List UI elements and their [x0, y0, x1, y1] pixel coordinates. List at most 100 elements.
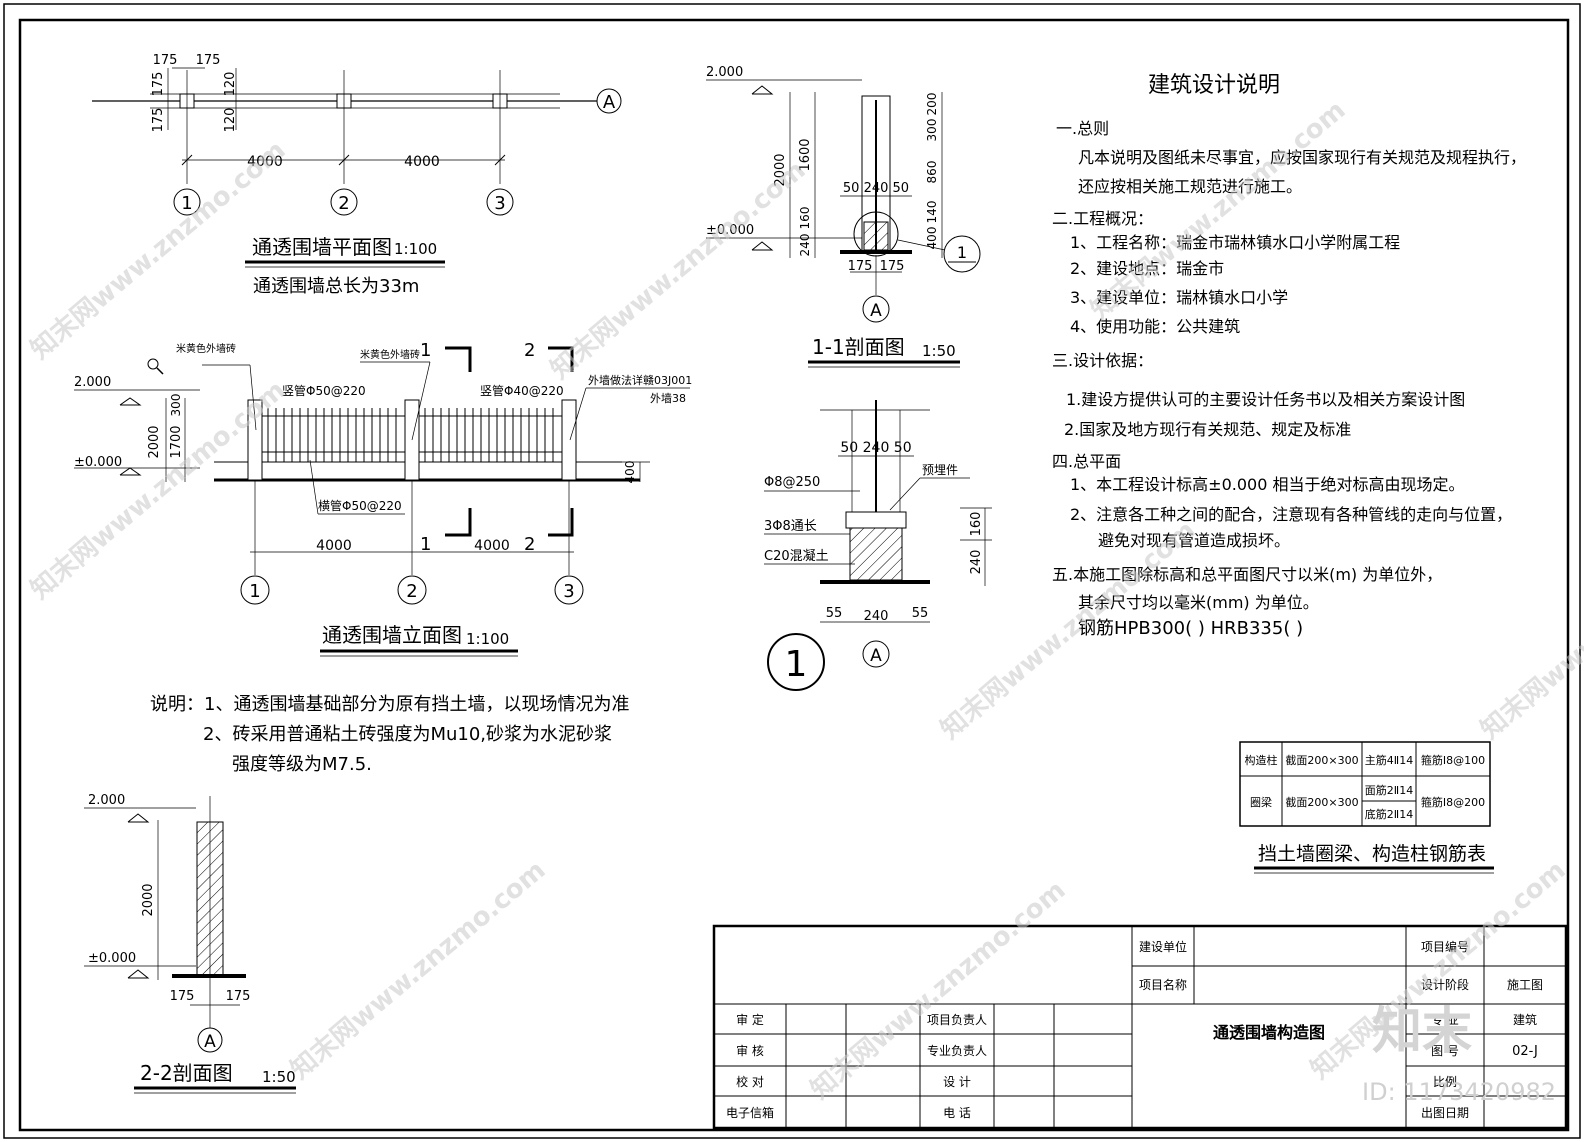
s11-elev-top: 2.000 [706, 65, 743, 80]
tb-drawing-title: 通透围墙构造图 [1213, 1023, 1325, 1042]
s22-elev-top: 2.000 [88, 793, 125, 808]
elev-axis-1: 1 [249, 581, 260, 602]
s11-top-w: 50 240 50 [843, 181, 909, 196]
s11-dim-300: 300 [925, 119, 939, 142]
s11-bot-l: 175 [848, 259, 873, 274]
s22-elev-zero: ±0.000 [88, 951, 136, 966]
s11-dim-1600: 1600 [798, 138, 813, 171]
s11-title: 1-1剖面图 [812, 335, 905, 359]
watermark-logo: 知末 [1372, 1002, 1472, 1060]
s11-dim-860: 860 [925, 161, 939, 184]
watermark-3: 知末网www.znzmo.com [545, 155, 811, 385]
dn-s2-l4: 4、使用功能：公共建筑 [1070, 317, 1240, 336]
elev-cut-2-top: 2 [524, 340, 535, 361]
s11-dim-400: 400 [925, 227, 939, 250]
plan-subtitle: 通透围墙总长为33m [253, 276, 419, 297]
watermark-2: 知末网www.znzmo.com [25, 375, 291, 605]
d1-embed: 预埋件 [922, 463, 958, 477]
note-line-1: 说明：1、通透围墙基础部分为原有挡土墙，以现场情况为准 [150, 694, 629, 715]
plan-axis-a-bubble [596, 88, 622, 114]
plan-scale: 1:100 [394, 240, 437, 258]
plan-dim-top-b: 175 [196, 53, 221, 68]
s22-title: 2-2剖面图 [140, 1061, 233, 1085]
label-brick-mid: 米黄色外墙砖 [360, 348, 420, 361]
plan-axis-2: 2 [338, 193, 349, 214]
plan-axis-3: 3 [494, 193, 505, 214]
section-2-2: 2.000 ±0.000 2000 175 175 A 2-2剖面图 1:50 [84, 793, 296, 1094]
elev-dim-a: 1700 [169, 425, 184, 458]
note-line-2: 2、砖采用普通粘土砖强度为Mu10,砂浆为水泥砂浆 [203, 724, 612, 745]
plan-dim-top-a: 175 [153, 53, 178, 68]
d1-axis: A [870, 646, 882, 666]
label-outer-2: 外墙38 [650, 391, 686, 405]
dn-s1-l2: 还应按相关施工规范进行施工。 [1078, 177, 1302, 196]
note-line-3: 强度等级为M7.5. [232, 754, 372, 775]
elev-dim-b: 300 [169, 394, 183, 417]
plan-dim-right-b: 120 [223, 108, 238, 133]
elev-top: 2.000 [74, 375, 111, 390]
rt-r1-name: 构造柱 [1245, 753, 1278, 767]
dn-s3-l2: 2.国家及地方现行有关规范、规定及标准 [1064, 420, 1351, 439]
design-notes: 建筑设计说明 一.总则 凡本说明及图纸未尽事宜，应按国家现行有关规范及规程执行，… [1052, 73, 1526, 639]
tb-approve: 审 定 [736, 1012, 764, 1027]
rt-title: 挡土墙圈梁、构造柱钢筋表 [1258, 843, 1486, 865]
dn-s2-l2: 2、建设地点：瑞金市 [1070, 259, 1224, 278]
plan-axis-a: A [603, 92, 616, 113]
rt-r2-top: 面筋2Ⅱ14 [1365, 783, 1413, 797]
plan-span-1: 4000 [247, 154, 283, 170]
s22-dim-l: 175 [170, 989, 195, 1004]
rt-r1-main: 主筋4Ⅱ14 [1365, 753, 1413, 767]
elev-dim-c: 400 [623, 461, 637, 484]
tb-drawing-value: 02-J [1512, 1044, 1538, 1059]
d1-concrete: C20混凝土 [764, 548, 829, 564]
s11-dim-140: 140 [925, 201, 939, 224]
plan-view: A 175 175 175 175 120 120 4000 4000 1 2 … [92, 53, 622, 297]
dn-s2-l3: 3、建设单位：瑞林镇水口小学 [1070, 288, 1288, 307]
dn-s4: 四.总平面 [1052, 452, 1121, 471]
d1-dim-240: 240 [969, 550, 984, 575]
title-block: 建设单位 项目名称 项目编号 设计阶段 施工图 专 业 建筑 图 号 02-J … [712, 924, 1568, 1130]
rt-r2-name: 圈梁 [1250, 795, 1272, 809]
dn-s5-l3: 钢筋HPB300( ) HRB335( ) [1078, 618, 1303, 639]
elev-span-2: 4000 [474, 538, 510, 554]
label-outer: 外墙做法详赣03J001 [588, 373, 692, 387]
s11-dim-160: 160 [798, 207, 812, 230]
label-horiz-pipe: 横管Φ50@220 [318, 498, 402, 513]
outer-frame [3, 3, 1581, 1139]
dn-s5: 五.本施工图除标高和总平面图尺寸以米(m) 为单位外， [1052, 565, 1442, 584]
dn-s4-l3: 避免对现有管道造成损坏。 [1098, 531, 1290, 550]
elev-cut-1-bot: 1 [420, 534, 431, 555]
fence-bars [267, 408, 554, 462]
elev-cut-1-top: 1 [420, 340, 431, 361]
elev-axis-3: 3 [563, 581, 574, 602]
d1-rebar-1: Φ8@250 [764, 475, 820, 490]
tb-project-no: 项目编号 [1421, 939, 1469, 954]
label-vert-pipe-1: 竖管Φ50@220 [282, 383, 366, 398]
tb-drawing-no: 图 号 [1431, 1044, 1459, 1058]
label-brick-left: 米黄色外墙砖 [176, 342, 236, 355]
d1-rebar-2: 3Φ8通长 [764, 519, 817, 534]
tb-proof: 校 对 [736, 1074, 764, 1089]
dn-s3-l1: 1.建设方提供认可的主要设计任务书以及相关方案设计图 [1066, 390, 1465, 409]
d1-bot-l: 55 [826, 606, 843, 621]
tb-major-value: 建筑 [1513, 1012, 1537, 1027]
rt-r2-sec: 截面200×300 [1285, 795, 1358, 809]
dn-s4-l1: 1、本工程设计标高±0.000 相当于绝对标高由现场定。 [1070, 475, 1464, 494]
dn-s3: 三.设计依据： [1052, 351, 1153, 370]
tb-design: 设 计 [943, 1075, 971, 1089]
dn-s1-l1: 凡本说明及图纸未尽事宜，应按国家现行有关规范及规程执行， [1078, 148, 1526, 167]
watermark-4: 知末网www.znzmo.com [285, 855, 551, 1085]
detail-1: 50 240 50 Φ8@250 3Φ8通长 C20混凝土 预埋件 160 24… [764, 400, 992, 691]
plan-title: 通透围墙平面图 [252, 235, 392, 259]
elev-span-1: 4000 [316, 538, 352, 554]
rebar-table: 构造柱 截面200×300 主筋4Ⅱ14 箍筋Ⅰ8@100 圈梁 截面200×3… [1239, 741, 1494, 874]
s11-dim-200: 200 [925, 93, 939, 116]
d1-dim-160: 160 [969, 512, 984, 537]
s22-axis: A [204, 1032, 216, 1052]
plan-dim-right-a: 120 [223, 72, 238, 97]
s22-dim: 2000 [141, 883, 156, 916]
rt-r1-stir: 箍筋Ⅰ8@100 [1421, 753, 1485, 767]
d1-top-w: 50 240 50 [840, 440, 911, 456]
elevation-scale: 1:100 [466, 630, 509, 648]
